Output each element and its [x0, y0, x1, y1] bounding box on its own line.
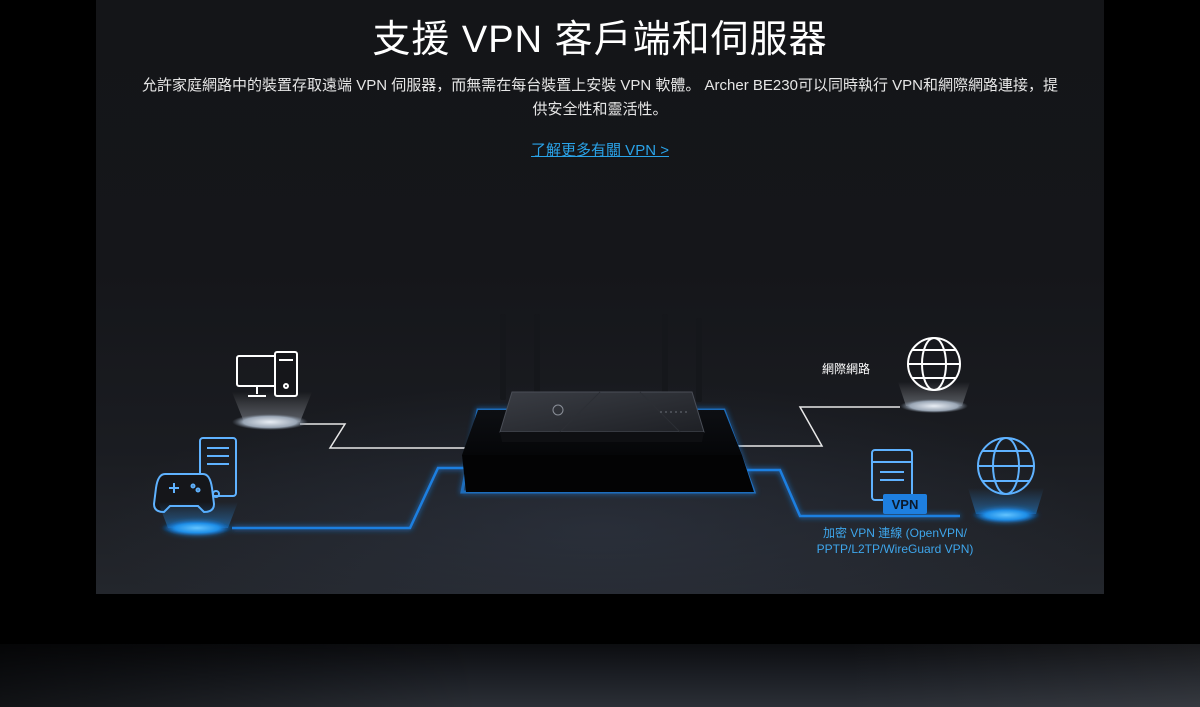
- internet-beam: [898, 382, 970, 406]
- vpn-globe-pad: [972, 507, 1040, 523]
- vpn-connection-label: 加密 VPN 連線 (OpenVPN/ PPTP/L2TP/WireGuard …: [800, 525, 990, 557]
- vpn-globe-beam: [968, 488, 1044, 514]
- game-device-icon: [152, 437, 237, 514]
- internet-pad: [900, 399, 968, 413]
- vpn-link-line: [736, 468, 960, 518]
- section-title: 支援 VPN 客戶端和伺服器: [372, 19, 828, 61]
- learn-more-vpn-link[interactable]: 了解更多有關 VPN >: [531, 142, 669, 159]
- vpn-connection-line-2: PPTP/L2TP/WireGuard VPN): [816, 542, 974, 556]
- internet-link-line: [736, 406, 900, 447]
- section-description: 允許家庭網路中的裝置存取遠端 VPN 伺服器，而無需在每台裝置上安裝 VPN 軟…: [142, 77, 1058, 118]
- game-pad: [161, 520, 233, 536]
- next-section-preview: [0, 644, 1200, 707]
- desktop-pad: [232, 414, 308, 430]
- vpn-server-icon: [871, 449, 913, 501]
- learn-more-row: 了解更多有關 VPN >: [0, 139, 1200, 160]
- desktop-link-line: [300, 423, 478, 449]
- desktop-beam: [232, 392, 312, 422]
- vpn-globe-icon: [977, 437, 1035, 495]
- internet-label: 網際網路: [822, 362, 871, 376]
- router-image: [499, 314, 705, 442]
- next-section-shade: [0, 644, 1200, 707]
- game-link-line: [232, 466, 470, 530]
- vpn-badge-label: VPN: [892, 497, 919, 512]
- desktop-computer-icon: [236, 351, 298, 397]
- router-platform-side: [462, 455, 754, 492]
- vpn-badge: [883, 494, 927, 514]
- vpn-connection-line-1: 加密 VPN 連線 (OpenVPN/: [822, 526, 968, 540]
